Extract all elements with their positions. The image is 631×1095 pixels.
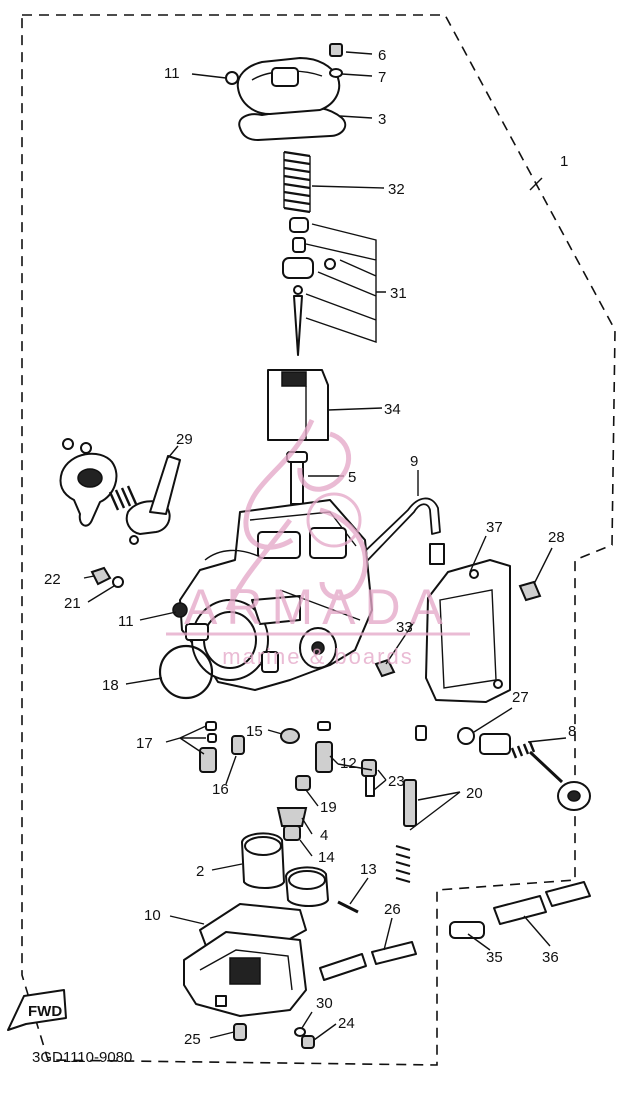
callout-19: 19 <box>320 799 337 816</box>
starter-plunger <box>479 733 591 811</box>
callout-14: 14 <box>318 849 335 866</box>
o-ring-30 <box>294 1027 306 1037</box>
callout-27: 27 <box>512 689 529 706</box>
main-jet-19 <box>295 775 311 791</box>
callout-32: 32 <box>388 181 405 198</box>
callout-16: 16 <box>212 781 229 798</box>
pilot-jet-23 <box>361 759 377 797</box>
callout-10: 10 <box>144 907 161 924</box>
callout-15: 15 <box>246 723 263 740</box>
callout-36: 36 <box>542 949 559 966</box>
throttle-stop-screw <box>286 451 308 505</box>
screw-24 <box>301 1035 315 1049</box>
vent-hose <box>359 497 445 565</box>
pilot-screw-set-17 <box>199 721 217 773</box>
drain-screw-25 <box>233 1023 247 1041</box>
callout-37: 37 <box>486 519 503 536</box>
callout-20: 20 <box>466 785 483 802</box>
screw-33 <box>374 658 396 678</box>
plug-16 <box>231 735 245 755</box>
callout-3: 3 <box>378 111 386 128</box>
hose-36 <box>493 881 591 925</box>
callout-28: 28 <box>548 529 565 546</box>
callout-11b: 11 <box>118 613 134 630</box>
throttle-spring <box>283 150 311 214</box>
float-needle-valve <box>276 807 308 841</box>
top-cover <box>225 57 347 141</box>
callout-31: 31 <box>390 285 407 302</box>
callout-12: 12 <box>340 755 357 772</box>
fwd-label: FWD <box>28 1003 62 1020</box>
callout-34: 34 <box>384 401 401 418</box>
callout-7: 7 <box>378 69 386 86</box>
callout-21: 21 <box>64 595 81 612</box>
callout-6: 6 <box>378 47 386 64</box>
carburetor-body <box>172 499 373 691</box>
callout-1: 1 <box>560 153 568 170</box>
callout-labels: 6 7 11 3 1 32 31 34 29 9 5 37 28 22 21 1… <box>32 47 576 1066</box>
o-ring-27 <box>457 727 475 745</box>
watermark-tagline: marine & boards <box>222 644 413 669</box>
callout-2: 2 <box>196 863 204 880</box>
watermark-logo <box>225 418 368 611</box>
callout-8: 8 <box>568 723 576 740</box>
callout-5: 5 <box>348 469 356 486</box>
callout-33: 33 <box>396 619 413 636</box>
callout-25: 25 <box>184 1031 201 1048</box>
diagram-code: 3GD1110-9080 <box>32 1049 132 1066</box>
hose-26 <box>319 941 417 981</box>
callout-26: 26 <box>384 901 401 918</box>
plug-15 <box>280 728 300 744</box>
callout-13: 13 <box>360 861 377 878</box>
cover-screw <box>329 43 343 78</box>
callout-18: 18 <box>102 677 119 694</box>
washer-21 <box>112 576 124 588</box>
callout-24: 24 <box>338 1015 355 1032</box>
float-pin <box>337 900 359 914</box>
leader-lines <box>83 51 567 1041</box>
callout-17: 17 <box>136 735 153 752</box>
throttle-slide <box>267 369 329 441</box>
side-cover <box>425 559 511 703</box>
callout-23: 23 <box>388 773 405 790</box>
o-ring-18 <box>158 644 214 700</box>
adjuster-20 <box>395 725 427 883</box>
fitting-35 <box>449 921 485 939</box>
accelerator-pump <box>59 438 181 545</box>
float <box>241 832 329 907</box>
callout-9: 9 <box>410 453 418 470</box>
armada-watermark: ARMADA marine & boards <box>166 418 470 669</box>
callout-4: 4 <box>320 827 328 844</box>
screw-22 <box>90 566 112 586</box>
callout-29: 29 <box>176 431 193 448</box>
callout-30: 30 <box>316 995 333 1012</box>
callout-22: 22 <box>44 571 61 588</box>
jet-needle-set <box>282 217 336 356</box>
watermark-brand: ARMADA <box>184 579 452 635</box>
fwd-arrow: FWD <box>7 989 67 1031</box>
callout-11a: 11 <box>164 65 180 82</box>
needle-jet-12 <box>315 721 333 773</box>
screw-28 <box>518 580 542 602</box>
callout-35: 35 <box>486 949 503 966</box>
float-bowl <box>183 903 307 1017</box>
